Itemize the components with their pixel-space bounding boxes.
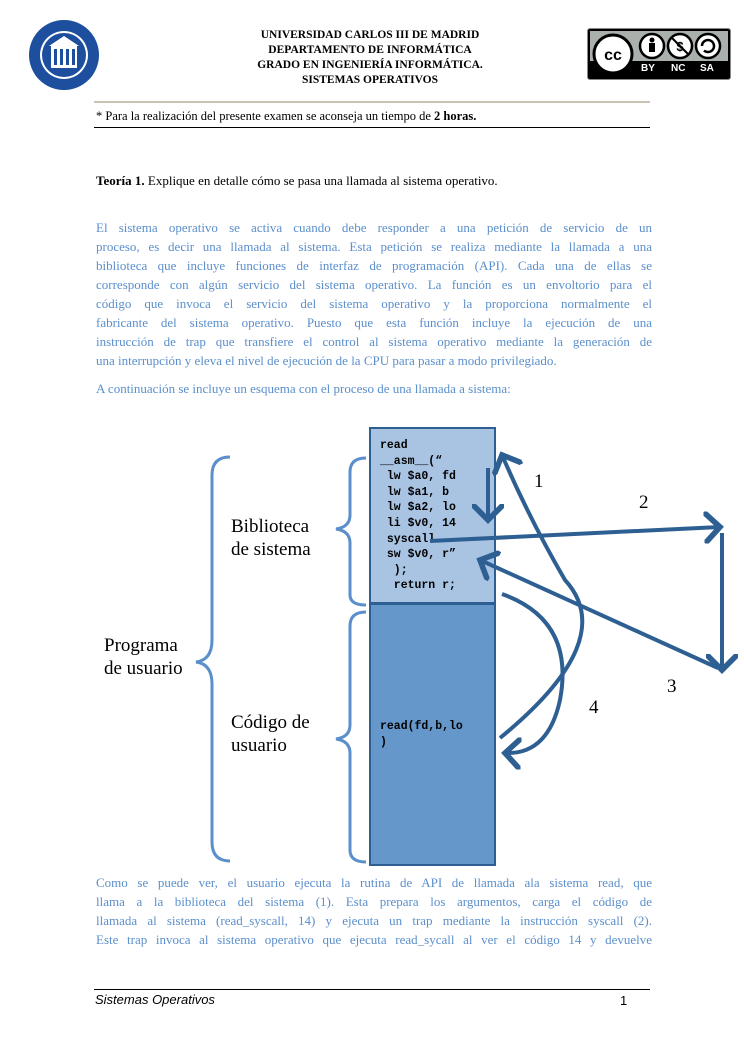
question-theory-1: Teoría 1. Explique en detalle cómo se pa… — [96, 172, 498, 189]
header-rule-bottom — [94, 127, 650, 128]
license-by: BY — [641, 63, 655, 74]
question-text: Explique en detalle cómo se pasa una lla… — [144, 173, 498, 188]
step-4-label: 4 — [589, 697, 599, 718]
header-degree: GRADO EN INGENIERÍA INFORMÁTICA. — [257, 59, 483, 71]
arrow-3-return — [480, 560, 719, 670]
footer-rule — [94, 989, 650, 990]
header-department: DEPARTAMENTO DE INFORMÁTICA — [268, 44, 472, 56]
header-subject: SISTEMAS OPERATIVOS — [302, 74, 438, 86]
arrow-1-call — [500, 455, 585, 740]
answer-line: instrucción de trap que transfiere el co… — [96, 334, 652, 349]
brace-user-code — [335, 610, 367, 864]
svg-text:cc: cc — [604, 47, 622, 64]
step-1-label: 1 — [534, 471, 544, 492]
answer-paragraph-1: El sistema operativo se activa cuando de… — [96, 218, 652, 370]
answer-line: Este trap invoca al sistema operativo qu… — [96, 932, 652, 947]
answer-line: proceso, es decir una llamada al sistema… — [96, 239, 652, 254]
library-code: read __asm__(“ lw $a0, fd lw $a1, b lw $… — [380, 439, 456, 593]
answer-line: fabricante del sistema operativo. Puesto… — [96, 315, 652, 330]
arrow-2-syscall — [429, 527, 720, 541]
user-code: read(fd,b,lo ) — [380, 720, 463, 749]
answer-line: El sistema operativo se activa cuando de… — [96, 220, 652, 235]
notice-duration: 2 horas. — [434, 109, 477, 123]
brace-library — [335, 456, 367, 607]
label-user-code: Código de usuario — [231, 712, 310, 756]
answer-line: una interrupción y eleva el nivel de eje… — [96, 353, 557, 368]
cc-icons: cc $ — [590, 31, 728, 75]
header-rule-top — [94, 101, 650, 103]
footer-page-number: 1 — [620, 993, 628, 1008]
answer-line: llamada al sistema (read_syscall, 14) y … — [96, 913, 652, 928]
answer-line: código que invoca el servicio del sistem… — [96, 296, 652, 311]
brace-program — [195, 455, 231, 863]
notice-text: * Para la realización del presente exame… — [96, 109, 435, 123]
label-program: Programa de usuario — [104, 635, 183, 679]
license-sa: SA — [700, 63, 714, 74]
answer-paragraph-3: Como se puede ver, el usuario ejecuta la… — [96, 873, 652, 949]
step-3-label: 3 — [667, 676, 677, 697]
header-university: UNIVERSIDAD CARLOS III DE MADRID — [260, 29, 480, 41]
cc-license-badge: cc $ BY NC SA — [587, 28, 731, 80]
label-library: Biblioteca de sistema — [231, 516, 311, 560]
arrow-4-return — [502, 592, 565, 753]
license-nc: NC — [671, 63, 686, 74]
answer-paragraph-2: A continuación se incluye un esquema con… — [96, 381, 511, 396]
university-seal — [27, 18, 101, 92]
answer-line: Como se puede ver, el usuario ejecuta la… — [96, 875, 652, 890]
step-2-label: 2 — [639, 492, 649, 513]
question-label: Teoría 1. — [96, 173, 145, 188]
answer-line: llama a la biblioteca del sistema (1). E… — [96, 894, 652, 909]
answer-line: corresponde con algún servicio del siste… — [96, 277, 652, 292]
user-code-box — [369, 603, 496, 866]
exam-time-notice: * Para la realización del presente exame… — [96, 108, 476, 124]
footer-title: Sistemas Operativos — [95, 992, 215, 1007]
answer-line: biblioteca que incluye funciones de inte… — [96, 258, 652, 273]
